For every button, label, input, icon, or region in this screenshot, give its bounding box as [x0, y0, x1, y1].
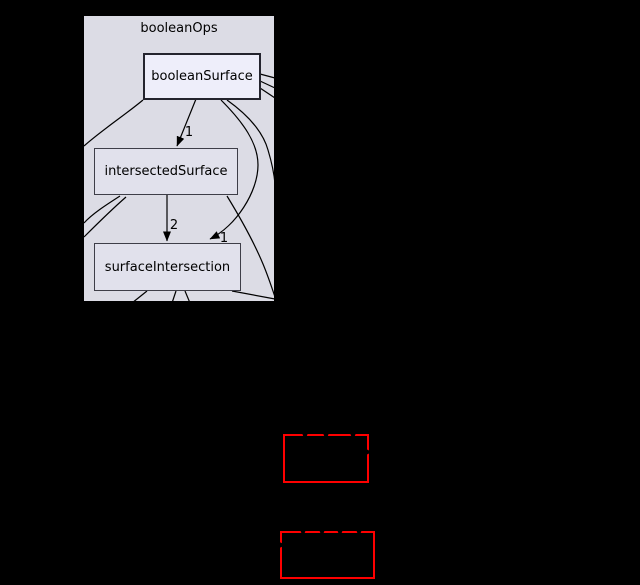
node-booleansurface-label: booleanSurface	[151, 69, 253, 84]
edge-label-booleansurface-intersectedsurface[interactable]: 1	[184, 125, 194, 140]
node-surfaceintersection[interactable]: surfaceIntersection	[94, 243, 241, 291]
node-intersectedsurface[interactable]: intersectedSurface	[94, 148, 238, 195]
cluster-title[interactable]: booleanOps	[140, 21, 218, 36]
hidden-node-1[interactable]	[283, 434, 369, 483]
hidden-node-2[interactable]	[280, 531, 375, 579]
node-booleansurface[interactable]: booleanSurface	[143, 53, 261, 100]
edge-label-booleansurface-surfaceintersection[interactable]: 1	[219, 231, 229, 246]
node-surfaceintersection-label: surfaceIntersection	[104, 259, 231, 275]
edge-label-intersectedsurface-surfaceintersection[interactable]: 2	[169, 218, 179, 233]
node-intersectedsurface-label: intersectedSurface	[104, 164, 228, 179]
